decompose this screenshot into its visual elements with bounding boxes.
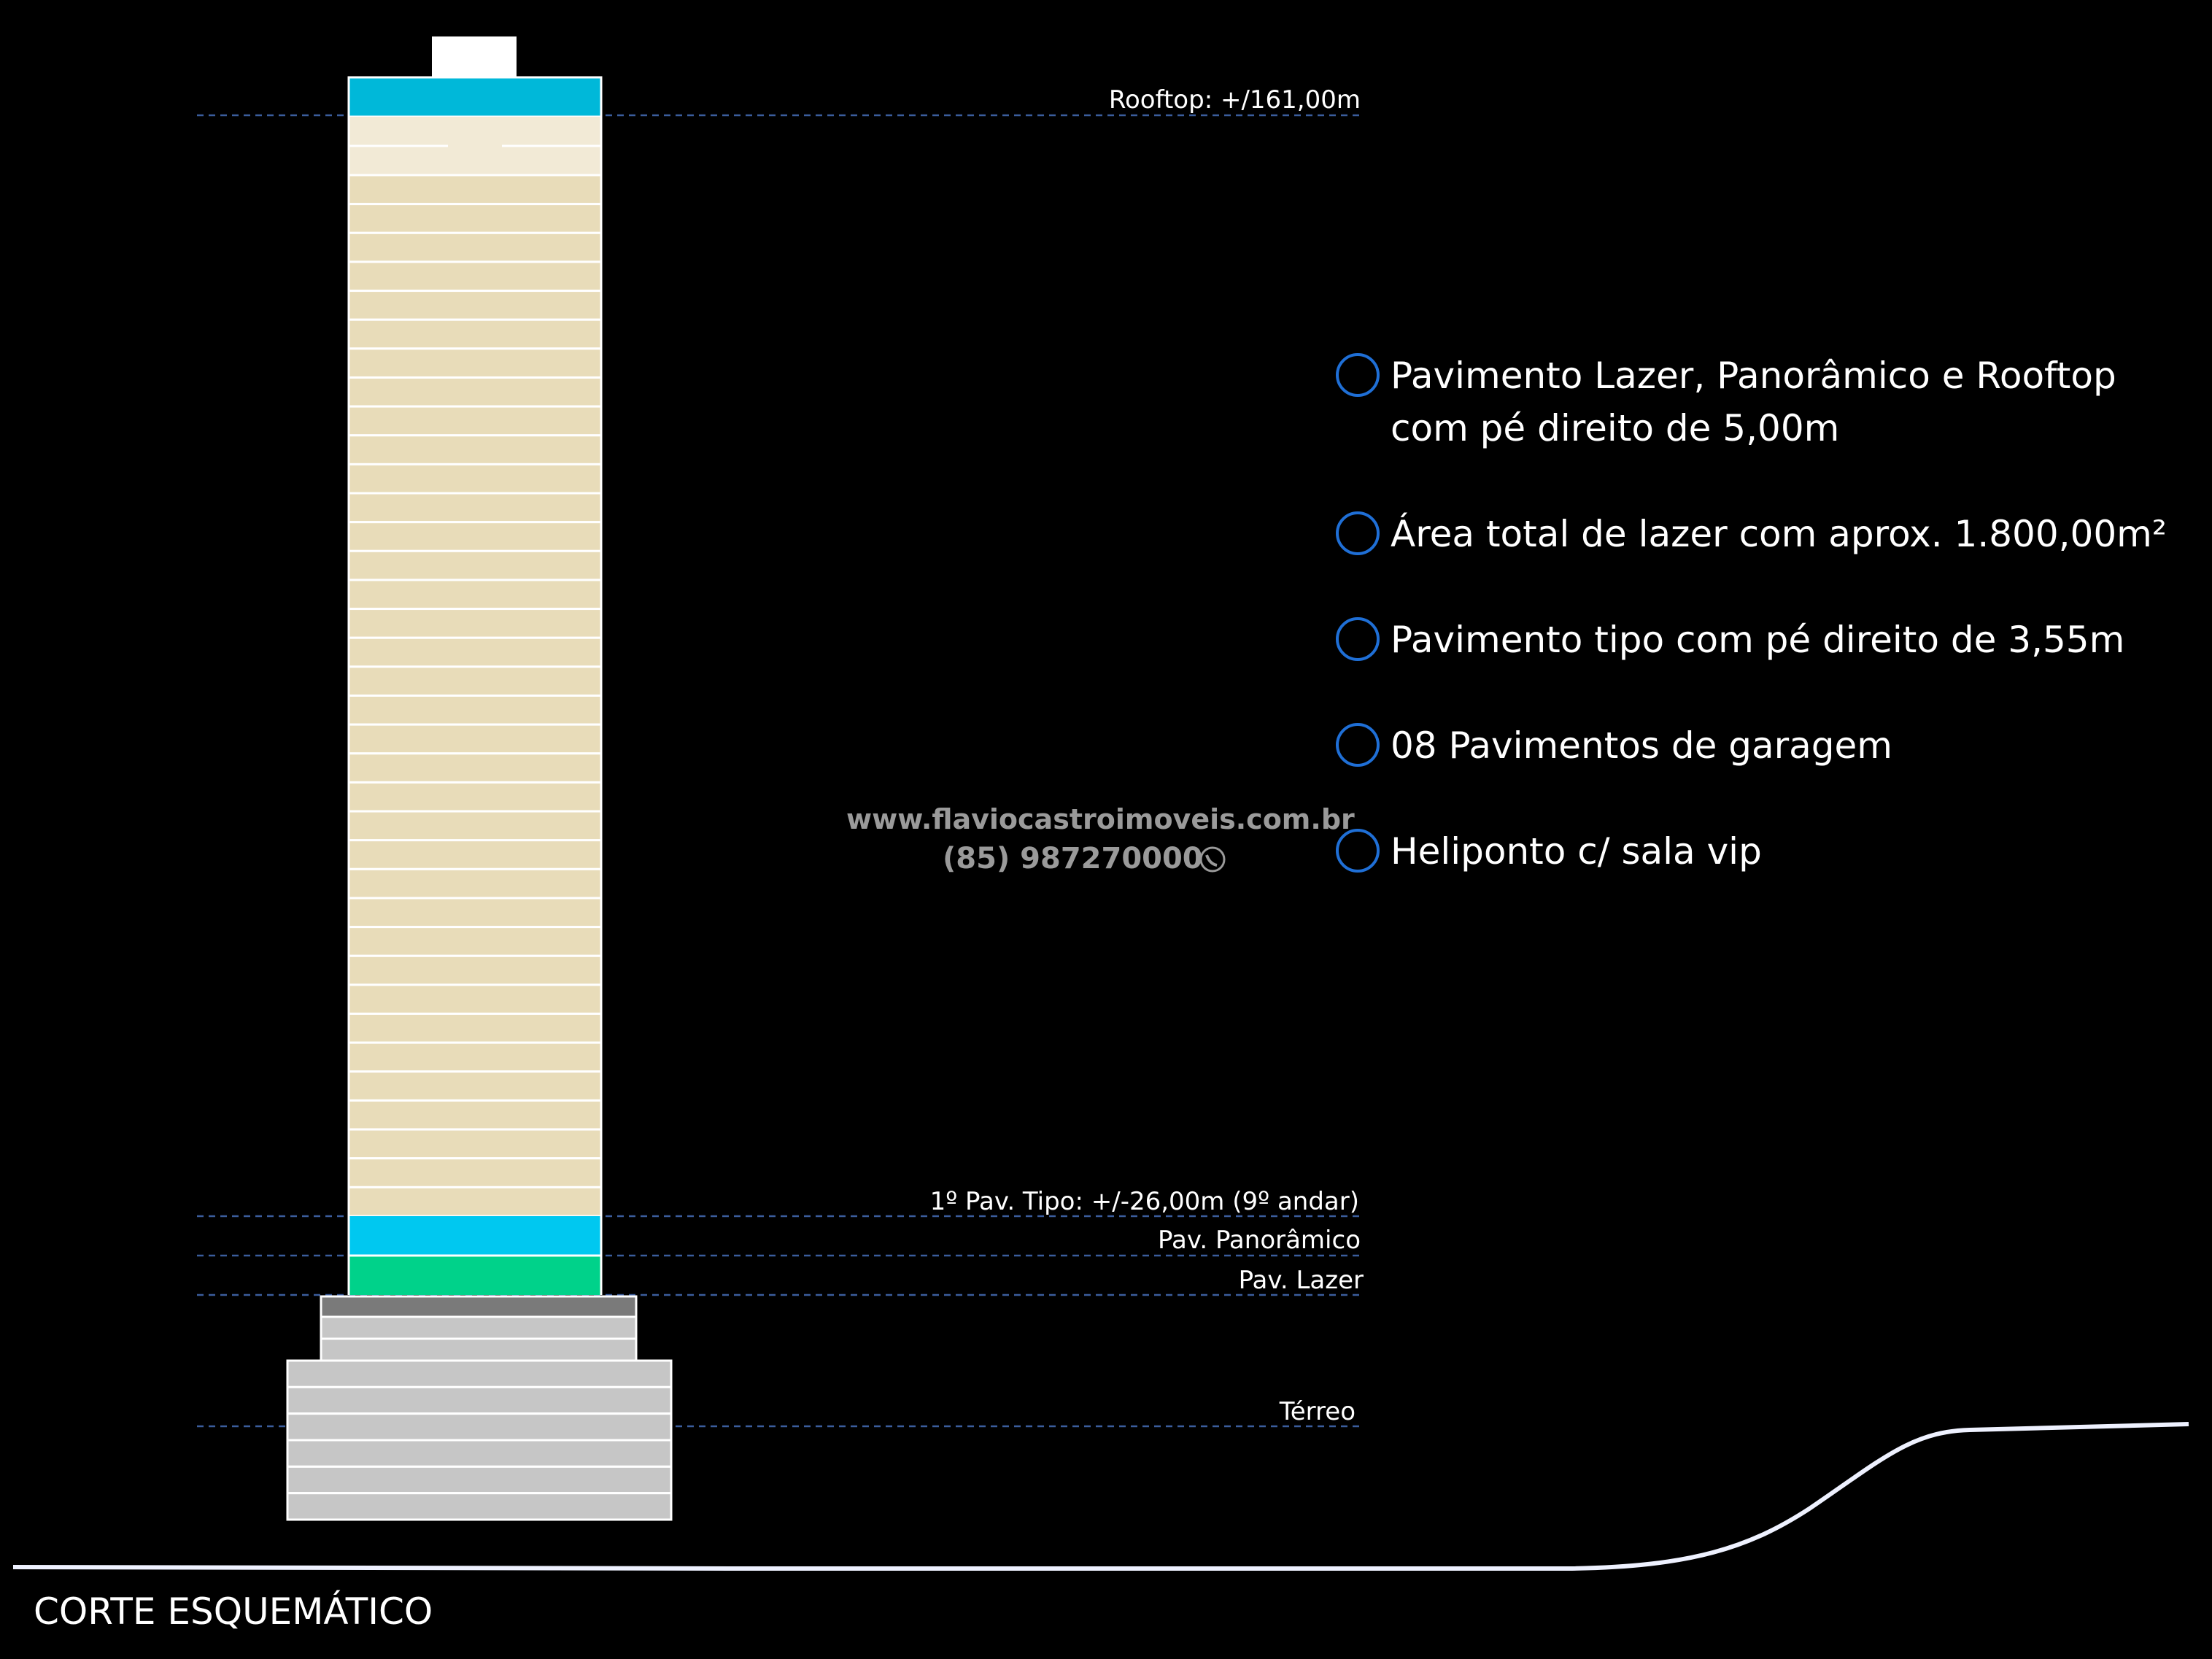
- watermark-phone: (85) 987270000: [943, 842, 1203, 875]
- typical-floor-slab: [347, 723, 603, 755]
- typical-floor-slab: [347, 867, 603, 900]
- feature-item-text: Heliponto c/ sala vip: [1391, 830, 1762, 873]
- typical-floor-slab: [347, 1157, 603, 1188]
- diagram-title: CORTE ESQUEMÁTICO: [34, 1590, 433, 1633]
- typical-floor-slab: [347, 1099, 603, 1131]
- feature-item-text: Pavimento tipo com pé direito de 3,55m: [1391, 619, 2124, 661]
- leisure-band: [349, 1256, 601, 1295]
- typical-floor-slab: [347, 260, 603, 293]
- typical-floor-slab: [347, 839, 603, 870]
- garage-floor-slab: [286, 1385, 673, 1415]
- typical-floor-slab: [347, 434, 603, 465]
- typical-floor-slab: [347, 174, 603, 206]
- typical-floor-slab: [347, 1128, 603, 1160]
- typical-floor-slab: [347, 290, 603, 321]
- garage-floor-slab: [286, 1465, 673, 1495]
- typical-floor-slab: [347, 665, 603, 697]
- heliport-room: [432, 36, 517, 77]
- level-label-lazer: Pav. Lazer: [1239, 1266, 1364, 1295]
- typical-floor-slab: [347, 318, 603, 350]
- circle-bullet-icon: [1336, 617, 1380, 661]
- typical-floor-slab: [347, 231, 603, 263]
- feature-item-text: Pavimento Lazer, Panorâmico e Rooftop: [1391, 355, 2116, 397]
- typical-floor-slab: [347, 1070, 603, 1102]
- level-labels: Rooftop: +/161,00m 1º Pav. Tipo: +/-26,0…: [930, 85, 1364, 1426]
- feature-item-text: com pé direito de 5,00m: [1391, 407, 1839, 449]
- level-label-terreo: Térreo: [1279, 1397, 1356, 1426]
- garage-floor-slab: [286, 1492, 673, 1521]
- typical-floor-slab: [347, 405, 603, 437]
- level-guide-lines: [197, 114, 1361, 1428]
- circle-bullet-icon: [1336, 353, 1380, 397]
- typical-floor-slab: [347, 347, 603, 379]
- level-label-rooftop: Rooftop: +/161,00m: [1109, 85, 1361, 115]
- typical-floor-slab: [347, 983, 603, 1016]
- typical-floor-slab: [347, 549, 603, 581]
- watermark-url: www.flaviocastroimoveis.com.br: [846, 803, 1355, 835]
- garage-lower-floors: [286, 1359, 673, 1521]
- typical-floor-slab: [347, 203, 603, 234]
- garage-floor-slab: [286, 1412, 673, 1442]
- garage-top-slab: [320, 1295, 638, 1318]
- garage-floor-slab: [320, 1337, 638, 1362]
- typical-floor-slab: [347, 781, 603, 813]
- circle-bullet-icon: [1336, 829, 1380, 873]
- typical-floor-slab: [347, 608, 603, 639]
- typical-floor-slab: [347, 636, 603, 668]
- feature-item-text: Área total de lazer com aprox. 1.800,00m…: [1391, 512, 2167, 555]
- typical-floor-slab: [347, 521, 603, 552]
- typical-floor-slab: [347, 1013, 603, 1044]
- typical-floor-slab: [347, 492, 603, 524]
- garage-floor-slab: [286, 1359, 673, 1388]
- level-label-panoramico: Pav. Panorâmico: [1158, 1226, 1361, 1255]
- typical-floor-slab: [347, 376, 603, 408]
- garage-floor-slab: [286, 1439, 673, 1468]
- terrain-line: [12, 1422, 2189, 1571]
- typical-floor-slab: [347, 897, 603, 929]
- feature-list: Pavimento Lazer, Panorâmico e Rooftop com…: [1336, 353, 2167, 873]
- typical-floor-slab: [347, 954, 603, 986]
- garage-upper-floors: [320, 1315, 638, 1362]
- watermark: www.flaviocastroimoveis.com.br (85) 9872…: [846, 803, 1355, 875]
- garage-podium: [286, 1295, 673, 1521]
- typical-floor-slab: [347, 695, 603, 726]
- circle-bullet-icon: [1336, 723, 1380, 767]
- whatsapp-icon: [1199, 846, 1226, 873]
- level-label-tipo: 1º Pav. Tipo: +/-26,00m (9º andar): [930, 1187, 1359, 1216]
- typical-floors: [347, 174, 603, 1218]
- garage-floor-slab: [320, 1315, 638, 1340]
- panoramic-band: [349, 1216, 601, 1256]
- rooftop-band: [347, 76, 603, 118]
- tower: [347, 36, 603, 1295]
- typical-floor-slab: [347, 1041, 603, 1073]
- typical-floor-slab: [347, 926, 603, 957]
- typical-floor-slab: [347, 810, 603, 842]
- typical-floor-slab: [347, 1186, 603, 1218]
- circle-bullet-icon: [1336, 511, 1380, 555]
- feature-item-text: 08 Pavimentos de garagem: [1391, 724, 1892, 767]
- typical-floor-slab: [347, 579, 603, 611]
- typical-floor-slab: [347, 463, 603, 495]
- typical-floor-slab: [347, 752, 603, 784]
